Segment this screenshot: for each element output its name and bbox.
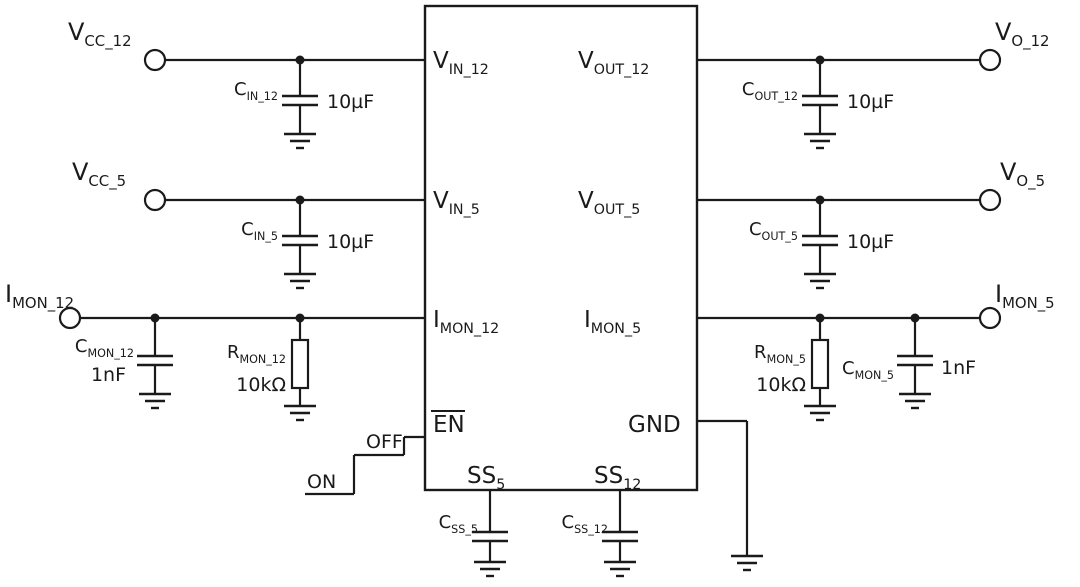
- terminal-imon-5: [978, 306, 1002, 330]
- junction-dot: [295, 313, 305, 323]
- ground-symbol: [602, 560, 638, 578]
- terminal-vcc-5: [143, 188, 167, 212]
- ref-cin-12: CIN_12: [234, 79, 278, 103]
- ground-symbol: [802, 132, 838, 150]
- junction-dot: [295, 55, 305, 65]
- ground-symbol: [282, 404, 318, 422]
- junction-dot: [150, 313, 160, 323]
- pin-label-en: EN: [433, 412, 465, 438]
- pin-label-ss-12: SS12: [594, 463, 641, 493]
- ground-symbol: [802, 272, 838, 290]
- capacitor-cmon-12: [135, 354, 175, 367]
- ground-symbol: [282, 272, 318, 290]
- label-on: ON: [307, 471, 336, 493]
- value-cin-12: 10µF: [327, 91, 374, 113]
- capacitor-cmon-5: [895, 354, 935, 367]
- label-off: OFF: [366, 431, 403, 453]
- junction-dot: [815, 55, 825, 65]
- value-rmon-12: 10kΩ: [236, 374, 286, 396]
- wires: [80, 58, 980, 562]
- ref-css-5: CSS_5: [439, 512, 478, 536]
- pin-label-ss-5: SS5: [467, 463, 505, 493]
- ref-cout-12: COUT_12: [742, 79, 798, 103]
- pin-label-vout-5: VOUT_5: [578, 188, 640, 218]
- ref-cmon-12: CMON_12: [75, 336, 134, 360]
- value-cout-12: 10µF: [847, 91, 894, 113]
- capacitor-cin-12: [280, 94, 320, 107]
- pin-label-imon-12: IMON_12: [433, 307, 499, 337]
- ref-cmon-5: CMON_5: [842, 358, 894, 382]
- junction-dot: [815, 313, 825, 323]
- ref-rmon-5: RMON_5: [754, 342, 806, 366]
- value-cmon-5: 1nF: [941, 357, 976, 379]
- capacitor-cout-5: [800, 234, 840, 247]
- capacitor-cin-5: [280, 234, 320, 247]
- terminal-vo-12: [978, 48, 1002, 72]
- junction-dot: [815, 195, 825, 205]
- ground-symbol: [137, 392, 173, 410]
- resistor-rmon-12: [290, 338, 310, 390]
- label-vo-12: VO_12: [995, 18, 1050, 50]
- label-imon-5-terminal: IMON_5: [995, 280, 1055, 312]
- label-vo-5: VO_5: [1000, 158, 1045, 190]
- pin-label-vin-12: VIN_12: [433, 48, 489, 78]
- ref-rmon-12: RMON_12: [227, 342, 286, 366]
- ground-symbol: [729, 554, 765, 572]
- ic-outline: [423, 4, 699, 492]
- ground-symbol: [802, 404, 838, 422]
- ground-symbol: [472, 560, 508, 578]
- ref-css-12: CSS_12: [561, 512, 608, 536]
- pin-label-vout-12: VOUT_12: [578, 48, 649, 78]
- value-cmon-12: 1nF: [91, 364, 126, 386]
- pin-label-gnd: GND: [628, 412, 681, 438]
- value-rmon-5: 10kΩ: [756, 374, 806, 396]
- ground-symbol: [897, 392, 933, 410]
- label-vcc-12: VCC_12: [68, 18, 132, 50]
- capacitor-cout-12: [800, 94, 840, 107]
- junction-dot: [295, 195, 305, 205]
- resistor-rmon-5: [810, 338, 830, 390]
- pin-label-vin-5: VIN_5: [433, 188, 480, 218]
- pin-label-imon-5: IMON_5: [584, 307, 641, 337]
- ground-symbol: [282, 132, 318, 150]
- value-cout-5: 10µF: [847, 231, 894, 253]
- value-cin-5: 10µF: [327, 231, 374, 253]
- label-imon-12-terminal: IMON_12: [5, 280, 74, 312]
- terminal-vo-5: [978, 188, 1002, 212]
- terminal-vcc-12: [143, 48, 167, 72]
- ref-cin-5: CIN_5: [241, 219, 278, 243]
- label-vcc-5: VCC_5: [72, 158, 126, 190]
- junction-dot: [910, 313, 920, 323]
- ref-cout-5: COUT_5: [749, 219, 798, 243]
